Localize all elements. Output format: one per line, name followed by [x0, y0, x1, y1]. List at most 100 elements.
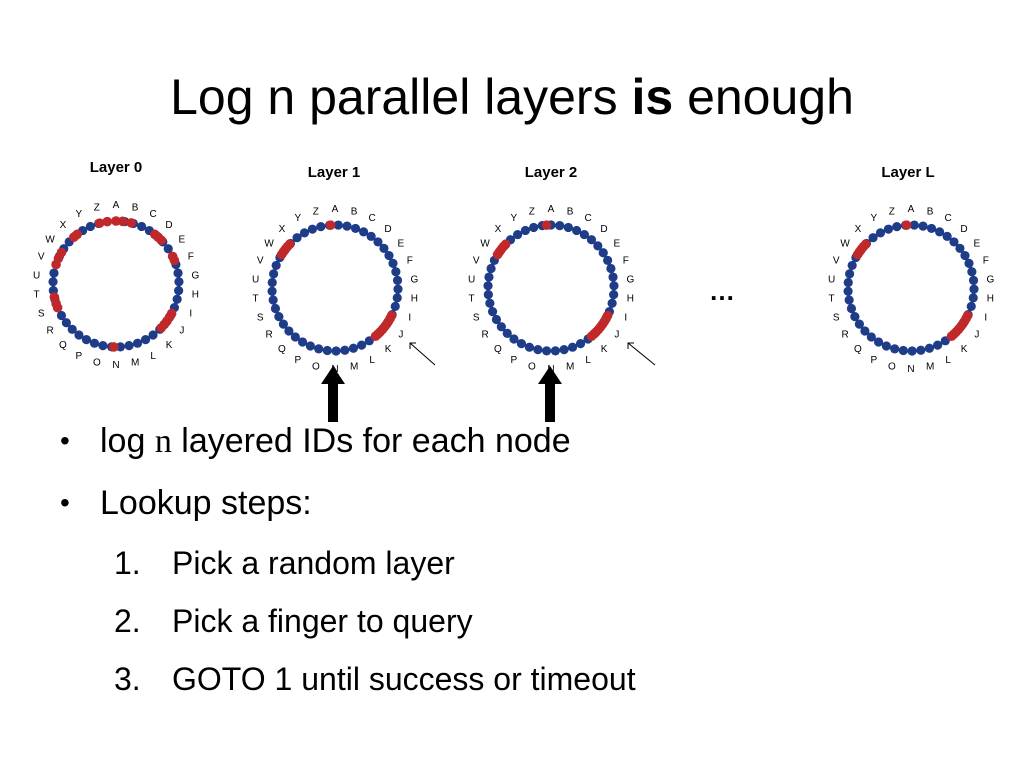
node-dot: [892, 222, 902, 232]
node-dot-red: [49, 292, 60, 302]
node-dot: [860, 326, 870, 336]
arrow-up-icon-1: [321, 366, 345, 422]
ring-letter: T: [34, 290, 40, 301]
bullet-item-2: • Lookup steps:: [60, 472, 960, 534]
ring-letter: W: [840, 239, 850, 250]
step-number: 3.: [114, 661, 141, 697]
ring-letter: Q: [494, 344, 502, 355]
ring-letter: L: [369, 355, 375, 366]
node-dot: [148, 330, 158, 340]
node-dot: [392, 275, 403, 285]
node-dot-red: [156, 322, 167, 333]
ring-letter: J: [974, 329, 979, 340]
node-dot: [960, 250, 970, 261]
node-dot: [357, 340, 367, 350]
node-dot: [843, 277, 853, 288]
node-dot-red: [72, 229, 83, 240]
ring-letter: I: [189, 308, 192, 319]
ring-letter: T: [469, 294, 475, 305]
step-number: 1.: [114, 545, 141, 581]
layer-label: Layer 2: [525, 164, 578, 181]
ring-letter: B: [927, 206, 934, 217]
node-dot: [384, 250, 394, 261]
ring-letter: S: [473, 312, 480, 323]
node-dot: [85, 221, 95, 232]
ring-letter: Z: [889, 206, 895, 217]
node-dot: [269, 269, 279, 279]
step-item-1: 1. Pick a random layer: [114, 534, 960, 592]
bullet-1-pre: log: [100, 422, 155, 460]
node-dot: [949, 237, 959, 247]
bullet-list: • log n layered IDs for each node • Look…: [60, 410, 960, 708]
ring-letter: U: [468, 274, 475, 285]
node-dot: [967, 267, 977, 277]
step-number: 2.: [114, 603, 141, 639]
ring-letter: U: [33, 270, 40, 281]
node-dot: [918, 221, 928, 231]
node-dot: [555, 221, 565, 231]
ring-letter: P: [294, 355, 301, 366]
ring-letter: X: [60, 220, 67, 231]
ring-letter: T: [253, 294, 259, 305]
node-dot: [847, 260, 857, 271]
ring-letter: X: [495, 224, 502, 235]
node-dot: [333, 220, 343, 230]
node-dot-red: [325, 220, 336, 230]
ring-letter: A: [332, 204, 339, 215]
node-dot: [487, 307, 498, 317]
node-dot: [509, 334, 519, 344]
node-dot: [579, 229, 589, 240]
node-dot: [969, 284, 979, 294]
arrow-up-icon-2: [538, 366, 562, 422]
node-dot: [593, 241, 603, 251]
node-dot: [366, 231, 376, 241]
node-dot: [608, 272, 618, 282]
node-dot: [98, 341, 108, 351]
ring-letter: X: [279, 224, 286, 235]
ring-letter: D: [960, 224, 967, 235]
ring-letter: L: [585, 355, 591, 366]
ring-letter: L: [945, 355, 951, 366]
ring-letter: Q: [854, 344, 862, 355]
node-dot: [274, 312, 284, 322]
ring-letter: D: [165, 220, 172, 231]
ring-letter: V: [473, 256, 480, 267]
node-dot-red: [94, 218, 105, 228]
node-dot: [307, 224, 318, 234]
node-dot: [609, 281, 619, 291]
step-text: GOTO 1 until success or timeout: [172, 661, 636, 697]
ring-letter: U: [252, 274, 259, 285]
ring-letter: W: [45, 235, 55, 246]
node-dot: [964, 258, 974, 268]
ring-letter: E: [398, 239, 405, 250]
node-dot: [270, 303, 281, 314]
node-dot: [868, 233, 878, 243]
node-dot: [496, 322, 506, 332]
node-dot: [163, 244, 173, 254]
title-part1: Log n parallel layers: [170, 69, 632, 125]
ring-letter: R: [266, 329, 273, 340]
node-dot: [533, 345, 543, 355]
ring-letter: J: [398, 329, 403, 340]
node-dot: [388, 258, 398, 268]
ring-letter: Z: [313, 206, 319, 217]
title-bold: is: [631, 69, 674, 125]
node-dot-red: [901, 220, 912, 230]
node-dot: [297, 337, 308, 347]
ring-letter: H: [987, 294, 994, 305]
node-dot: [292, 233, 302, 243]
node-dot: [124, 341, 134, 351]
node-dot: [542, 346, 552, 356]
node-dot: [942, 231, 952, 241]
ring-letter: J: [179, 325, 184, 336]
ring-letter: C: [945, 213, 952, 224]
node-dot: [873, 337, 884, 347]
layer-label: Layer 1: [308, 164, 361, 181]
slide-title: Log n parallel layers is enough: [0, 62, 1024, 132]
node-dot: [567, 342, 578, 352]
ring-letter: M: [131, 358, 139, 369]
node-dot-red: [284, 239, 295, 250]
ring-letter: E: [974, 239, 981, 250]
ring-letter: Y: [870, 213, 877, 224]
